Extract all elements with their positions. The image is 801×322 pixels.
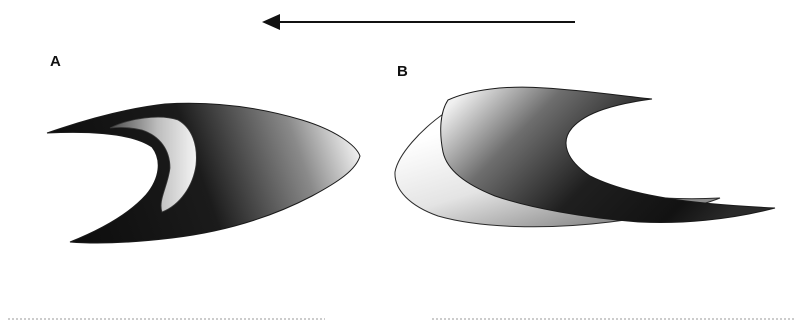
panel-a-dark-body bbox=[46, 102, 361, 244]
panel-a-wing bbox=[46, 102, 361, 244]
panel-b-dark-layer bbox=[440, 86, 776, 223]
panel-label-b: B bbox=[397, 63, 408, 80]
panel-b-wing bbox=[394, 86, 776, 228]
panel-a-light-crescent bbox=[109, 116, 197, 213]
direction-arrow bbox=[262, 14, 575, 30]
panel-label-a: A bbox=[50, 53, 61, 70]
arrow-head-icon bbox=[262, 14, 280, 30]
